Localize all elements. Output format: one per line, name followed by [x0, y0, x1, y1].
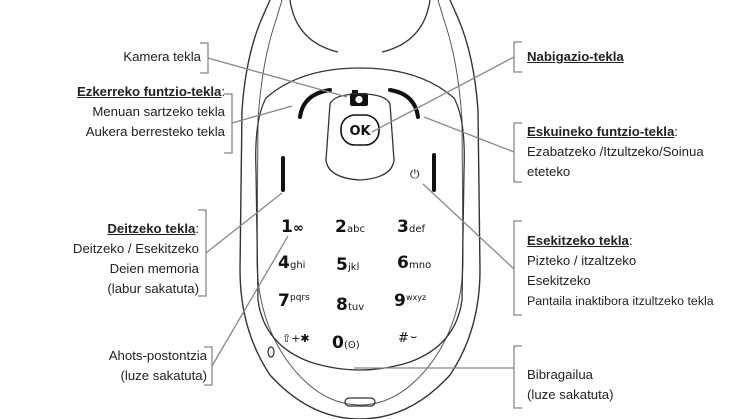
bracket-bibragailua: [513, 345, 522, 409]
key-1-sub: ∞: [293, 221, 304, 236]
callout-lines: [198, 41, 522, 409]
key-9: 9: [394, 291, 406, 311]
key-2: 2: [335, 217, 347, 237]
label-esekitzeko-colon: :: [628, 233, 633, 248]
phone-inner-outline: [256, 0, 464, 406]
key-5: 5: [336, 255, 348, 275]
label-deitzeko-colon: :: [195, 221, 199, 236]
bracket-kamera: [200, 42, 209, 74]
pointer-eskuineko: [423, 116, 515, 153]
right-soft-key: [388, 88, 420, 119]
label-eskuineko: Eskuineko funtzio-tekla: Ezabatzeko /Itz…: [527, 122, 704, 182]
key-3-sub: def: [409, 224, 426, 235]
ok-key-label: OK: [349, 124, 371, 139]
label-eskuineko-colon: :: [674, 124, 678, 139]
bracket-eskuineko: [513, 122, 522, 183]
label-nabigazio: Nabigazio-tekla: [527, 47, 624, 67]
key-0-sub: (ʘ): [344, 340, 360, 351]
bracket-nabigazio: [513, 41, 522, 73]
label-nabigazio-title: Nabigazio-tekla: [527, 49, 624, 64]
pointer-ahots: [211, 235, 289, 367]
key-7: 7: [278, 291, 290, 311]
label-ahots: Ahots-postontzia (luze sakatuta): [109, 346, 207, 386]
hinge-right: [381, 0, 431, 53]
label-deitzeko-line3: (labur sakatuta): [107, 281, 199, 296]
label-bibragailua-line1: Bibragailua: [527, 367, 593, 382]
power-key-icon: ⏻: [410, 167, 420, 181]
pointer-kamera: [207, 57, 348, 98]
label-deitzeko: Deitzeko tekla: Deitzeko / Esekitzeko De…: [73, 219, 199, 299]
key-star: ⇧+✱: [282, 332, 310, 345]
pointer-deitzeko: [205, 192, 283, 254]
key-1: 1: [281, 217, 293, 237]
left-soft-key: [298, 88, 332, 119]
pointer-ezkerreko: [231, 105, 293, 124]
label-deitzeko-line2: Deien memoria: [109, 261, 199, 276]
label-esekitzeko-line2: Esekitzeko: [527, 273, 591, 288]
label-ahots-line1: Ahots-postontzia: [108, 348, 207, 363]
hinge-left: [289, 0, 339, 53]
key-6: 6: [397, 253, 409, 273]
label-esekitzeko-line3: Pantaila inaktibora itzultzeko tekla: [527, 294, 714, 308]
keypad-outline: [255, 67, 465, 371]
key-hash-sub: ⌣: [410, 330, 417, 343]
camera-key-icon: [350, 90, 368, 106]
label-esekitzeko-line1: Pizteko / itzaltzeko: [527, 253, 637, 268]
label-ezkerreko-line2: Aukera berresteko tekla: [85, 124, 225, 139]
mic-hole: [267, 346, 275, 358]
label-ezkerreko: Ezkerreko funtzio-tekla: Menuan sartzeko…: [77, 82, 225, 142]
key-8: 8: [336, 295, 348, 315]
ok-key: [340, 114, 380, 146]
label-esekitzeko: Esekitzeko tekla: Pizteko / itzaltzeko E…: [527, 231, 714, 311]
label-eskuineko-line1: Ezabatzeko /Itzultzeko/Soinua: [527, 144, 704, 159]
label-ahots-line2: (luze sakatuta): [120, 368, 208, 383]
navigation-ring: [325, 93, 395, 181]
label-deitzeko-title: Deitzeko tekla: [107, 221, 196, 236]
key-7-sub: pqrs: [290, 293, 310, 303]
label-eskuineko-title: Eskuineko funtzio-tekla: [527, 124, 675, 139]
key-5-sub: jkl: [347, 262, 359, 273]
pointer-nabigazio: [371, 56, 515, 133]
label-esekitzeko-title: Esekitzeko tekla: [527, 233, 629, 248]
label-ezkerreko-title: Ezkerreko funtzio-tekla: [76, 84, 222, 99]
speaker-slot: [344, 397, 376, 407]
label-deitzeko-line1: Deitzeko / Esekitzeko: [72, 241, 199, 256]
key-4: 4: [278, 253, 290, 273]
label-ezkerreko-line1: Menuan sartzeko tekla: [92, 104, 225, 119]
bracket-deitzeko: [198, 209, 207, 297]
label-kamera: Kamera tekla: [123, 47, 201, 67]
key-hash: #: [398, 331, 409, 346]
label-eskuineko-line2: eteteko: [527, 164, 571, 179]
label-kamera-text: Kamera tekla: [123, 49, 201, 64]
label-bibragailua-line2: (luze sakatuta): [527, 387, 614, 402]
label-ezkerreko-colon: :: [221, 84, 225, 99]
key-9-sub: wxyz: [406, 293, 426, 302]
label-bibragailua: Bibragailua (luze sakatuta): [527, 365, 614, 405]
key-4-sub: ghi: [290, 260, 305, 271]
phone-outer-outline: [239, 0, 481, 419]
key-3: 3: [397, 217, 409, 237]
key-2-sub: abc: [347, 224, 365, 235]
pointer-esekitzeko: [422, 183, 515, 270]
key-6-sub: mno: [409, 260, 431, 271]
key-8-sub: tuv: [348, 302, 364, 313]
key-0: 0: [332, 333, 344, 353]
bracket-ezkerreko: [224, 93, 233, 154]
bracket-esekitzeko: [513, 220, 522, 316]
